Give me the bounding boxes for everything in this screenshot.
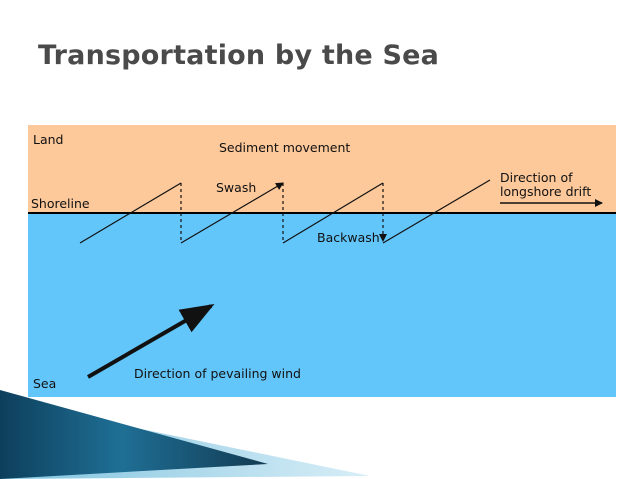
- longshore-label-line1: Direction of: [500, 170, 573, 185]
- swash-line: [79, 182, 182, 244]
- wind-direction-label: Direction of pevailing wind: [134, 366, 301, 381]
- slide-title: Transportation by the Sea: [38, 40, 440, 71]
- longshore-drift-diagram: Land Sediment movement Swash Shoreline B…: [28, 125, 616, 397]
- sea-label: Sea: [33, 376, 57, 391]
- longshore-drift-label: Direction of longshore drift: [500, 171, 591, 199]
- movement-arrows: [79, 179, 603, 379]
- sediment-movement-label: Sediment movement: [219, 140, 351, 155]
- land-zone: [28, 125, 616, 213]
- swash-arrow-icon: [180, 182, 284, 244]
- backwash-label: Backwash: [317, 230, 380, 245]
- shoreline-label: Shoreline: [31, 196, 90, 211]
- swash-label: Swash: [216, 180, 257, 195]
- swash-line: [382, 179, 491, 244]
- longshore-label-line2: longshore drift: [500, 184, 592, 199]
- sea-zone: [28, 213, 616, 397]
- swash-line: [282, 182, 384, 244]
- slide-decoration: [0, 390, 370, 479]
- decor-dark-swoosh: [0, 390, 268, 479]
- land-label: Land: [33, 132, 64, 147]
- wind-arrow-icon: [87, 304, 215, 379]
- shoreline-line: [28, 212, 616, 214]
